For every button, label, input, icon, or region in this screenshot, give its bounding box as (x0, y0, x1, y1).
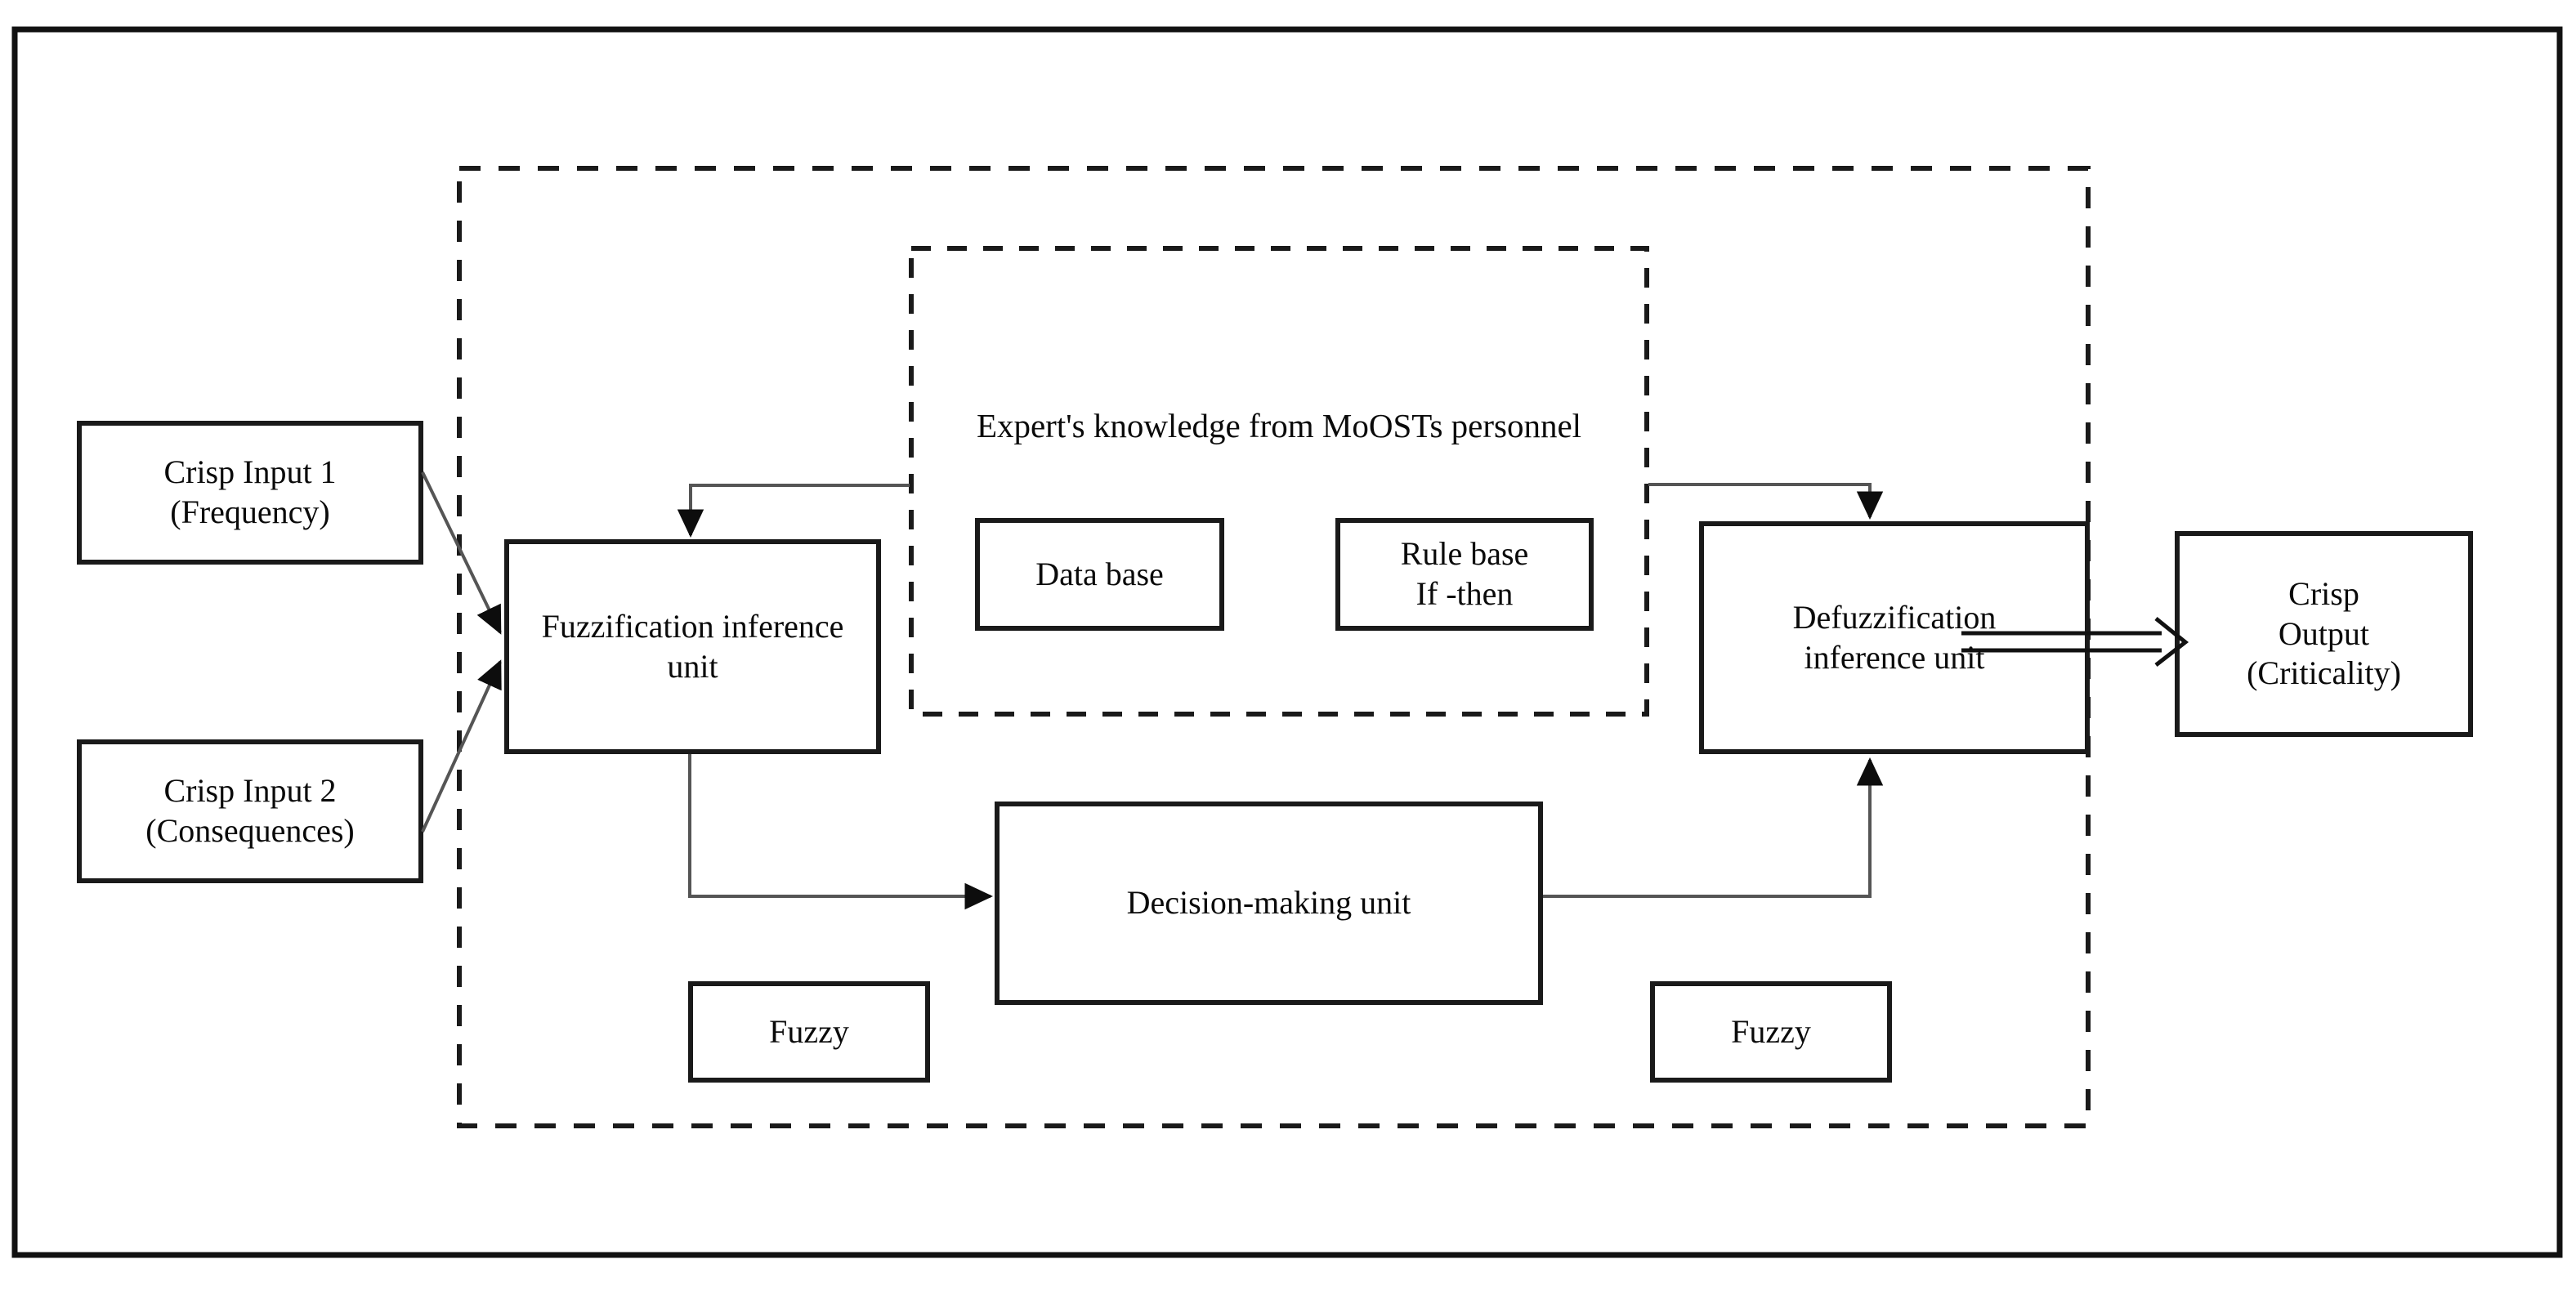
fuzzy-right-box[interactable] (1650, 981, 1892, 1083)
edge-decision-to-defuzzification (1543, 757, 1884, 898)
data-base-box[interactable] (975, 518, 1224, 631)
decision-making-unit-box[interactable] (995, 802, 1543, 1005)
edge-fuzzification-to-decision (688, 754, 993, 910)
crisp-input-2-box[interactable] (77, 739, 423, 883)
fuzzy-left-box[interactable] (688, 981, 930, 1083)
experts-knowledge-dashed-boundary (909, 246, 1649, 717)
rule-base-box[interactable] (1335, 518, 1594, 631)
crisp-output-box[interactable] (2175, 531, 2473, 737)
edge-knowledge-to-fuzzification (677, 484, 910, 538)
crisp-input-1-box[interactable] (77, 421, 423, 565)
edge-knowledge-to-defuzzification (1648, 483, 1884, 520)
edge-input1-to-fuzzification (421, 471, 502, 635)
edge-input2-to-fuzzification (421, 659, 502, 833)
outer-frame (11, 26, 2563, 1258)
experts-knowledge-caption: Expert's knowledge from MoOSTs personnel (976, 407, 1582, 444)
edge-defuzzification-to-crisp-output (1961, 617, 2189, 667)
fuzzification-unit-box[interactable] (504, 539, 881, 754)
defuzzification-unit-box[interactable] (1699, 521, 2090, 754)
